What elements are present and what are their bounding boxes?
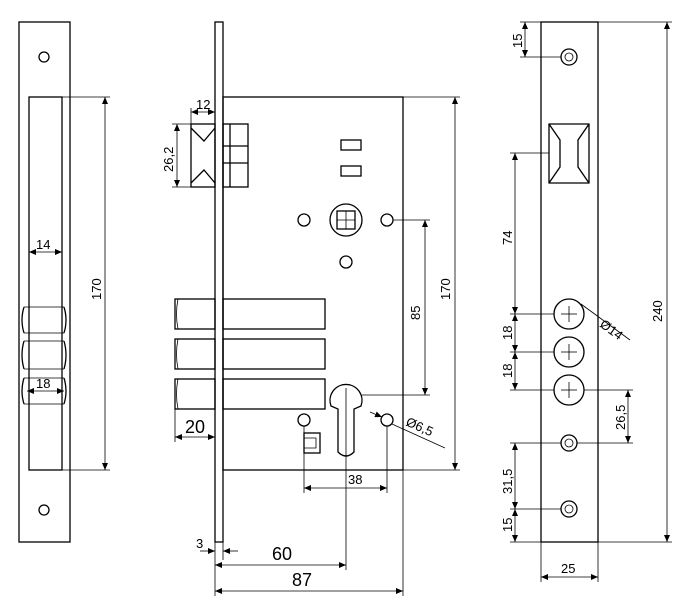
dim-87-label: 87 bbox=[292, 570, 312, 590]
strike-bolt-holes bbox=[553, 298, 585, 406]
dim-strike-26-5-label: 26,5 bbox=[613, 405, 628, 430]
faceplate-body-outline bbox=[28, 96, 63, 471]
dim-strike-74-label: 74 bbox=[500, 231, 515, 245]
screw-hole-cylinder-right bbox=[380, 413, 394, 427]
dim-85-label: 85 bbox=[408, 306, 423, 320]
slot-top bbox=[340, 139, 362, 151]
dim-60-label: 60 bbox=[272, 544, 292, 564]
dim-hole-6-5-label: Ø6,5 bbox=[404, 414, 436, 439]
dim-170-left-label: 170 bbox=[89, 278, 104, 300]
dim-3-label: 3 bbox=[196, 536, 203, 551]
dim-38-label: 38 bbox=[348, 472, 362, 487]
lock-case bbox=[222, 96, 404, 471]
strike-screw-hole-bottom bbox=[560, 500, 578, 518]
strike-plate-view: 15 74 18 18 31,5 15 Ø14 26,5 240 bbox=[500, 21, 672, 582]
strike-screw-hole-middle bbox=[560, 434, 578, 452]
faceplate-top-screw-hole bbox=[38, 51, 50, 63]
spindle-follower bbox=[329, 203, 363, 237]
dim-14-label: 14 bbox=[36, 237, 50, 252]
cylinder-cutout bbox=[329, 383, 363, 570]
dim-strike-18a-label: 18 bbox=[500, 326, 515, 340]
lock-body-view: 12 26,2 bbox=[161, 21, 460, 596]
faceplate-outline bbox=[18, 21, 71, 543]
dim-strike-25-label: 25 bbox=[561, 561, 575, 576]
dim-strike-15-top-label: 15 bbox=[510, 34, 525, 48]
strike-plate-outline bbox=[540, 21, 599, 543]
dim-strike-31-5-label: 31,5 bbox=[500, 469, 515, 494]
dim-12-label: 12 bbox=[196, 97, 210, 112]
strike-latch-opening bbox=[548, 123, 590, 184]
screw-hole-right bbox=[380, 213, 394, 227]
slot-bottom bbox=[340, 165, 362, 177]
dim-strike-hole-14-label: Ø14 bbox=[597, 316, 626, 343]
dim-18-label: 18 bbox=[36, 376, 50, 391]
faceplate-bottom-screw-hole bbox=[38, 504, 50, 516]
dim-strike-15-bottom-label: 15 bbox=[500, 518, 515, 532]
dim-strike-18b-label: 18 bbox=[500, 364, 515, 378]
front-plate bbox=[214, 21, 224, 543]
latch-assembly bbox=[190, 123, 249, 188]
dim-strike-240-label: 240 bbox=[650, 300, 665, 322]
dim-170-body-label: 170 bbox=[438, 278, 453, 300]
strike-screw-hole-top bbox=[560, 48, 578, 66]
screw-hole-lower bbox=[339, 255, 353, 269]
screw-hole-left bbox=[297, 213, 311, 227]
small-latch-square bbox=[303, 432, 321, 454]
left-faceplate-view: 14 18 170 bbox=[18, 21, 110, 543]
dim-26-2-label: 26,2 bbox=[161, 147, 176, 172]
lock-bolts bbox=[174, 298, 326, 410]
dim-20-label: 20 bbox=[185, 417, 205, 437]
screw-hole-cylinder-left bbox=[297, 413, 311, 427]
faceplate-bolt-ends bbox=[21, 306, 67, 405]
